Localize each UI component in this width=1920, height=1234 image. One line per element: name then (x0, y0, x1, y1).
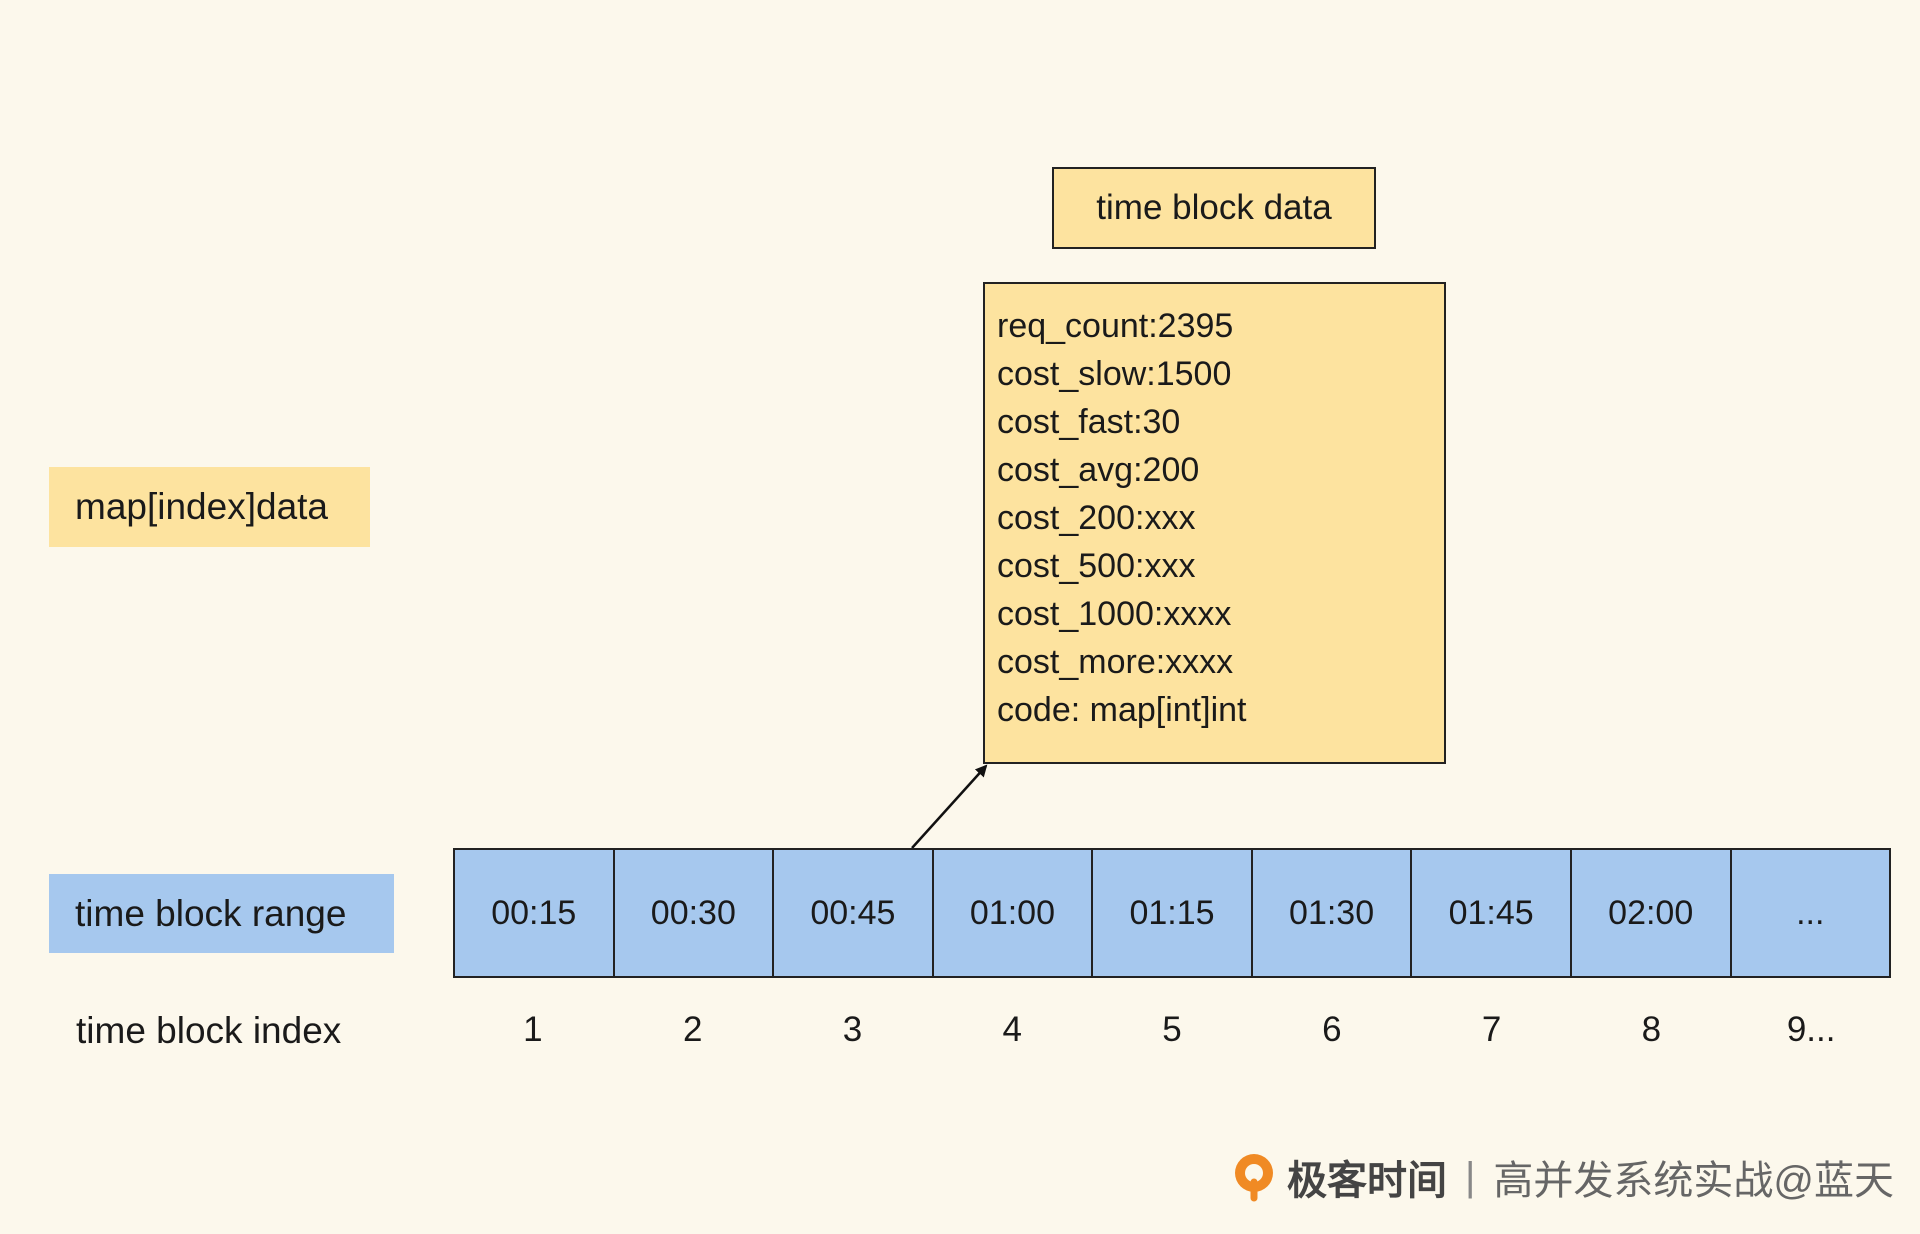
data-field-cost-more: cost_more:xxxx (997, 643, 1234, 681)
time-block-index: 5 (1162, 1010, 1182, 1049)
time-block-cell: 00:45 (774, 850, 934, 976)
time-block-cell: 01:45 (1412, 850, 1572, 976)
legend-index-label: time block index (76, 1010, 342, 1051)
footer-watermark: 极客时间 | 高并发系统实战@蓝天 (1231, 1148, 1894, 1206)
legend-map-text: map[index]data (75, 486, 329, 527)
legend-range-text: time block range (75, 892, 347, 934)
data-field-cost-500: cost_500:xxx (997, 547, 1196, 585)
time-block-cell: 01:30 (1253, 850, 1413, 976)
time-block-cell: 00:15 (455, 850, 615, 976)
time-block-cell: 02:00 (1572, 850, 1732, 976)
time-block-index: 7 (1481, 1010, 1502, 1049)
time-block-index: 3 (842, 1010, 863, 1049)
time-block-index: 2 (682, 1010, 703, 1049)
data-field-req-count: req_count:2395 (997, 307, 1234, 345)
time-block-index: 8 (1641, 1010, 1662, 1049)
time-block-cell: 01:00 (934, 850, 1094, 976)
data-block-title: time block data (1052, 167, 1376, 249)
time-block-index: 1 (523, 1010, 543, 1049)
legend-map-label: map[index]data (49, 467, 370, 547)
time-block-index: 4 (1002, 1010, 1022, 1049)
time-block-index-row: 1 2 3 4 5 6 7 8 9... (453, 1010, 1891, 1050)
time-block-index: 9... (1786, 1010, 1836, 1049)
logo-icon (1235, 1154, 1273, 1202)
footer-separator: | (1465, 1154, 1476, 1199)
data-block: req_count:2395 cost_slow:1500 cost_fast:… (983, 282, 1446, 764)
data-field-code: code: map[int]int (997, 691, 1247, 729)
time-block-cell: ... (1796, 893, 1825, 932)
data-field-cost-fast: cost_fast:30 (997, 403, 1181, 441)
legend-range-label: time block range (49, 874, 394, 953)
time-block-index: 6 (1322, 1010, 1342, 1049)
time-block-cell: 00:30 (615, 850, 775, 976)
time-block-cell: 01:15 (1093, 850, 1253, 976)
data-field-cost-avg: cost_avg:200 (997, 451, 1200, 489)
data-field-cost-1000: cost_1000:xxxx (997, 595, 1232, 633)
time-block-range-row: 00:15 00:30 00:45 01:00 01:15 01:30 01:4… (453, 848, 1891, 978)
data-field-cost-200: cost_200:xxx (997, 499, 1196, 537)
footer-author: 高并发系统实战@蓝天 (1493, 1159, 1894, 1203)
footer-brand: 极客时间 (1287, 1159, 1447, 1203)
data-field-cost-slow: cost_slow:1500 (997, 355, 1232, 393)
